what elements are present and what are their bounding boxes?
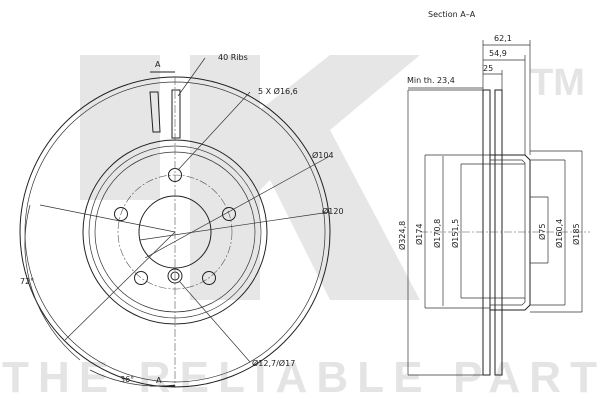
pcd-label: Ø104 — [312, 150, 334, 160]
section-view: Section A–A 62,1 54,9 25 Min th. 23,4 — [397, 10, 590, 376]
dia-170-8: Ø170,8 — [432, 219, 442, 248]
bolt-hole — [202, 271, 216, 285]
leader-bolt-holes — [177, 91, 251, 171]
ribs-label: 40 Ribs — [218, 53, 248, 62]
disc-plate-outer — [482, 89, 491, 376]
hat-inner-outline — [490, 159, 526, 306]
dia-outer: Ø324,8 — [397, 221, 407, 250]
disc-plate-inner — [494, 89, 503, 376]
leader-ribs — [177, 57, 206, 97]
watermark-tm: TM — [530, 62, 585, 104]
leader-pcd — [144, 155, 331, 259]
dia-75: Ø75 — [537, 224, 547, 240]
bolt-holes-label: 5 X Ø16,6 — [258, 86, 298, 96]
rib — [149, 91, 161, 133]
bolt-circle-label: Ø120 — [322, 206, 344, 216]
section-title: Section A–A — [428, 10, 476, 19]
leader-small-holes — [179, 281, 251, 363]
bolt-hole — [114, 207, 128, 221]
min-thickness: Min th. 23,4 — [407, 76, 455, 85]
width-hat: 54,9 — [489, 49, 507, 58]
nk-watermark: TM THE RELIABLE PART — [2, 55, 597, 400]
dia-185: Ø185 — [571, 223, 581, 245]
dia-174: Ø174 — [414, 223, 424, 245]
bolt-hole — [222, 207, 236, 221]
angle-36-label: 36° — [120, 375, 134, 384]
angle-arc-72 — [24, 204, 81, 361]
section-marker-bottom: A — [156, 376, 162, 385]
bolt-hole — [134, 271, 148, 285]
angle-arc-36 — [89, 369, 176, 387]
thickness: 25 — [483, 64, 493, 73]
hat-outline — [490, 154, 531, 311]
width-total: 62,1 — [494, 34, 512, 43]
angle-line — [64, 231, 176, 341]
small-holes-label: Ø12,7/Ø17 — [252, 358, 295, 368]
watermark-tagline: THE RELIABLE PART — [2, 353, 597, 400]
dia-151-5: Ø151,5 — [450, 219, 460, 248]
angle-line — [39, 204, 176, 233]
rib — [171, 89, 181, 139]
section-marker-top: A — [155, 60, 161, 69]
dia-160-4: Ø160,4 — [554, 219, 564, 248]
front-view: A A 40 Ribs 5 X Ø16,6 Ø104 Ø120 Ø12,7/Ø1… — [19, 53, 344, 388]
angle-72-label: 72° — [20, 277, 34, 286]
